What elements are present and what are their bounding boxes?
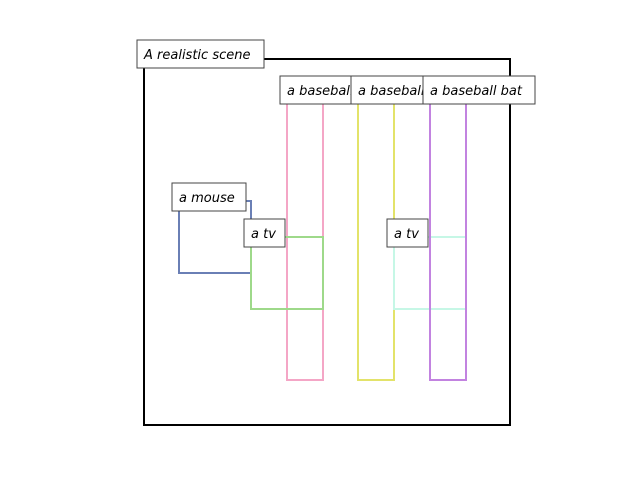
tv-label-2: a tv <box>386 218 429 248</box>
tv-box-1 <box>250 236 324 310</box>
tv-label-1: a tv <box>243 218 286 248</box>
mouse-box <box>178 200 252 274</box>
bat-label-3: a baseball bat <box>422 75 536 105</box>
scene-title-label: A realistic scene <box>136 39 265 69</box>
bat-box-1 <box>286 89 324 381</box>
mouse-label-text: a mouse <box>179 191 235 206</box>
tv-label-1-text: a tv <box>251 227 276 242</box>
scene-title-text: A realistic scene <box>143 48 250 63</box>
scene-frame <box>143 58 511 426</box>
bat-box-3 <box>429 89 467 381</box>
bat-label-3-text: a baseball bat <box>430 84 523 99</box>
mouse-label: a mouse <box>171 182 247 212</box>
tv-label-2-text: a tv <box>394 227 419 242</box>
